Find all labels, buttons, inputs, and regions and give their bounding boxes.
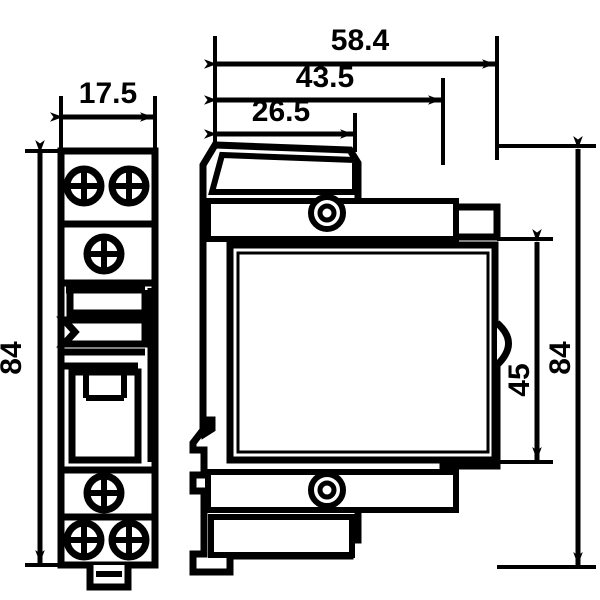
front-view-actuator <box>68 368 142 464</box>
dimension-84-right: 84 <box>497 136 596 569</box>
front-view-indicator-notch <box>56 316 149 348</box>
side-view-module <box>189 141 512 576</box>
dim-label-43-5: 43.5 <box>296 61 354 94</box>
dimension-26-5: 26.5 <box>204 95 357 152</box>
dimension-45: 45 <box>497 229 553 464</box>
front-view-screw-bottom-right <box>108 519 150 561</box>
front-view-module <box>56 147 159 591</box>
dim-label-84-left: 84 <box>0 341 28 375</box>
front-view-label-window <box>66 290 149 317</box>
dimension-17-5: 17.5 <box>50 77 157 152</box>
dimension-58-4: 58.4 <box>204 24 499 160</box>
dimension-43-5: 43.5 <box>204 61 445 165</box>
dim-label-17-5: 17.5 <box>79 77 137 110</box>
side-view-retaining-lug <box>494 320 512 368</box>
dim-label-26-5: 26.5 <box>252 95 310 128</box>
dim-label-45: 45 <box>503 363 536 396</box>
front-view-screw-lower-center <box>83 472 125 514</box>
front-view-screw-upper-center <box>83 233 125 275</box>
dim-label-84-right: 84 <box>544 341 577 375</box>
side-view-screw-top <box>308 194 346 232</box>
side-view-front-nose <box>201 416 216 440</box>
side-view-main-body-inner <box>236 251 490 454</box>
front-view-screw-top-right <box>108 165 150 207</box>
front-view-screw-bottom-left <box>63 519 105 561</box>
dim-label-58-4: 58.4 <box>331 24 390 57</box>
dimension-84-left: 84 <box>0 140 64 567</box>
side-view-top-cover <box>208 151 358 195</box>
side-view-din-clip-skirt <box>208 514 355 558</box>
side-view-screw-bottom <box>308 471 346 509</box>
front-view-screw-top-left <box>63 165 105 207</box>
